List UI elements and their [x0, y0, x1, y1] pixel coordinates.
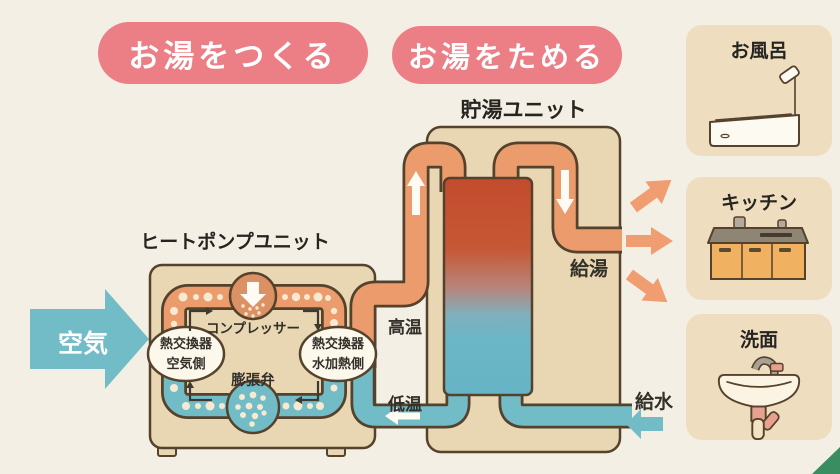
- pipe-flow-arrows: [385, 170, 574, 425]
- washbasin-icon: [717, 356, 801, 440]
- hex-air-bubble: [146, 325, 226, 383]
- compressor-label: コンプレッサー: [205, 321, 301, 336]
- hex-water-bubble: [298, 325, 378, 383]
- refrigerant-bubbles: [170, 292, 338, 411]
- card-kitchen: キッチン: [686, 177, 832, 300]
- compressor-down-arrow-icon: [240, 282, 266, 307]
- card-kitchen-title: キッチン: [720, 193, 797, 214]
- hex-water-label: 熱交換器 水加熱側: [302, 334, 374, 374]
- hex-air-line1: 熱交換器: [159, 336, 212, 351]
- badge-make-hot-water: お湯をつくる: [98, 22, 368, 84]
- up-arrow-icon: [407, 171, 425, 215]
- hot-water-pipe: [349, 141, 467, 368]
- badge-make-hot-water-label: お湯をつくる: [128, 38, 338, 74]
- badge-store-hot-water-label: お湯をためる: [407, 42, 606, 74]
- bathtub-icon: [709, 65, 800, 147]
- air-arrow: [30, 289, 149, 389]
- card-washstand-title: 洗面: [739, 330, 778, 351]
- heat-pump-unit-label: ヒートポンプユニット: [140, 232, 330, 253]
- cold-water-in-label: 給水: [634, 392, 673, 413]
- badge-store-hot-water: お湯をためる: [392, 26, 622, 84]
- hot-water-fan-arrows: [625, 179, 673, 303]
- hot-water-tank: [442, 176, 534, 397]
- high-temp-label: 高温: [388, 318, 422, 337]
- flow-direction-arrows: [188, 309, 320, 402]
- expansion-valve: [225, 379, 281, 435]
- left-arrow-icon: [385, 407, 420, 425]
- hot-water-out-pipe: [492, 141, 622, 254]
- storage-unit-label: 貯湯ユニット: [460, 99, 587, 122]
- hex-air-line2: 空気側: [166, 356, 206, 372]
- kitchen-counter-icon: [707, 216, 809, 280]
- cold-water-in-arrow: [626, 409, 663, 439]
- hot-water-out-label: 給湯: [569, 259, 608, 280]
- card-bath: お風呂: [686, 25, 832, 156]
- low-temp-label: 低温: [388, 395, 422, 414]
- card-bath-title: お風呂: [730, 41, 788, 62]
- hex-water-line1: 熱交換器: [311, 336, 364, 351]
- compressor: [228, 271, 278, 321]
- down-arrow-icon: [556, 170, 574, 214]
- expansion-valve-label: 膨張弁: [231, 373, 275, 389]
- hex-air-label: 熱交換器 空気側: [150, 334, 222, 374]
- hex-water-line2: 水加熱側: [311, 356, 364, 372]
- air-label: 空気: [57, 330, 108, 358]
- cold-water-supply-pipe: [498, 388, 632, 429]
- flow-direction-arrowheads: [186, 307, 322, 404]
- card-washstand: 洗面: [686, 314, 832, 440]
- corner-decoration: [812, 447, 840, 474]
